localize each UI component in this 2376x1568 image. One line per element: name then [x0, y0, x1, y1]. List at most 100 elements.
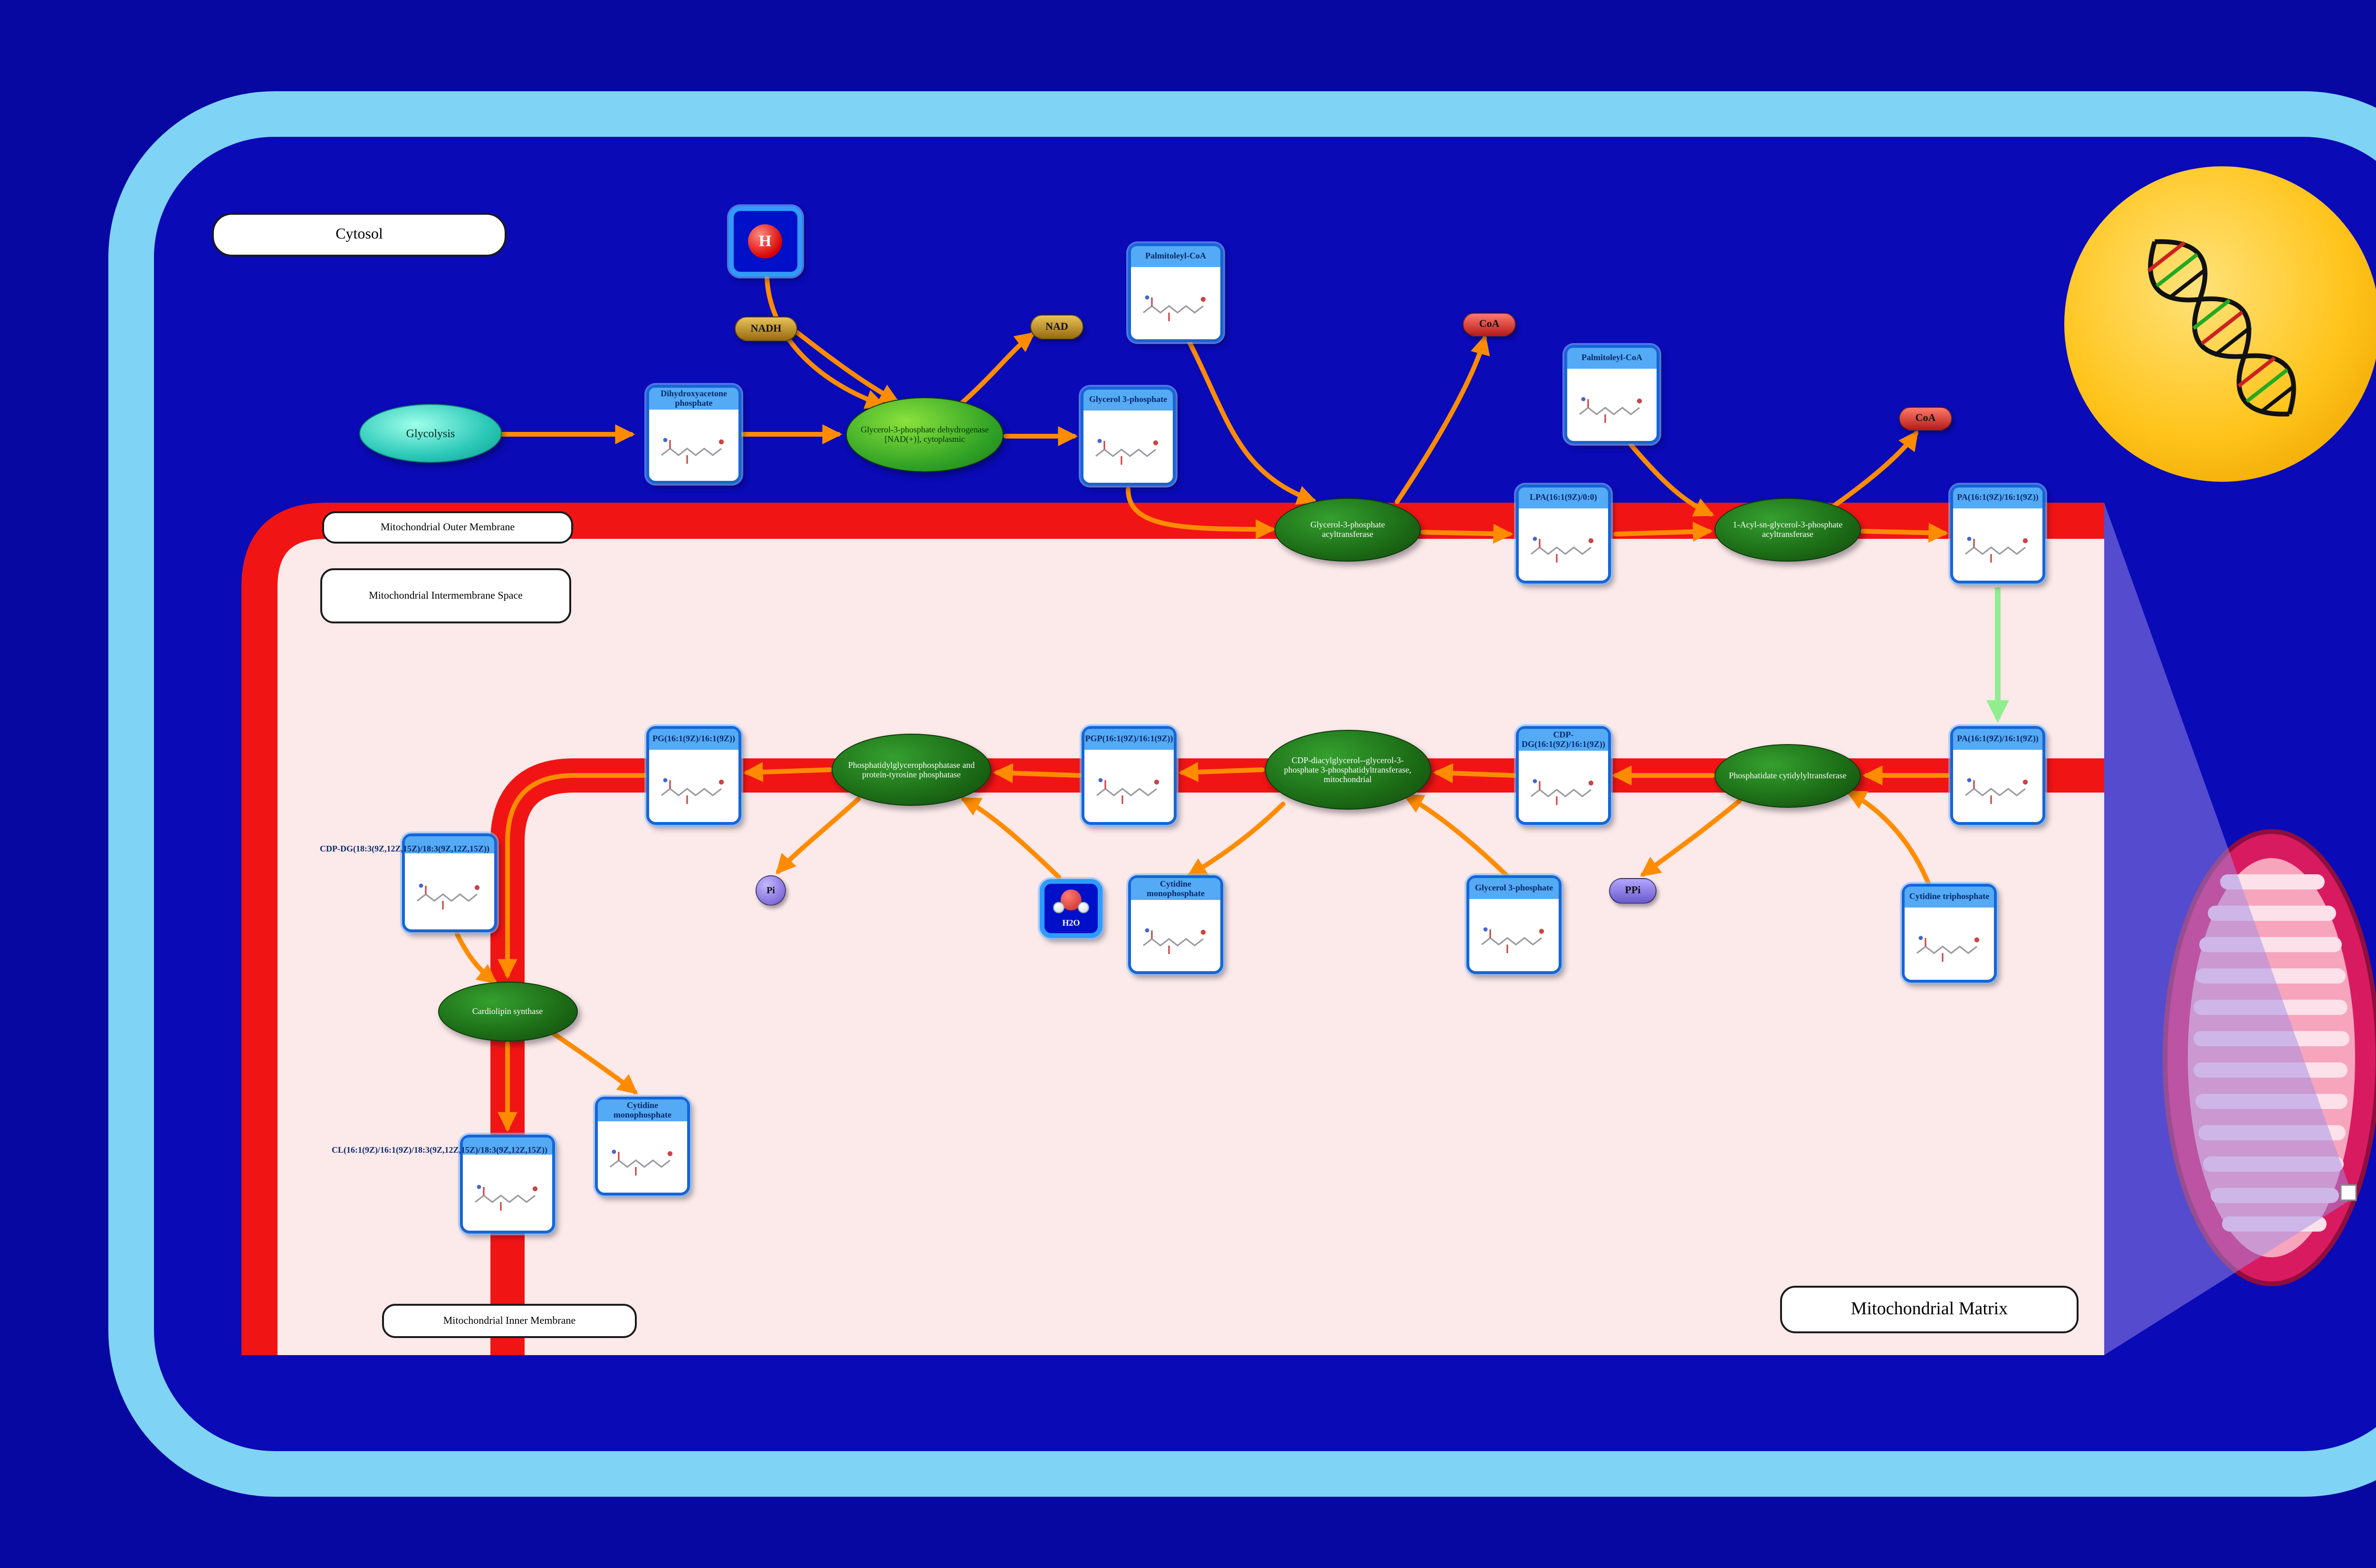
- cofactor-label: CoA: [1915, 412, 1936, 424]
- cofactor-nad[interactable]: NAD: [1030, 315, 1083, 339]
- cofactor-ppi[interactable]: PPi: [1609, 878, 1657, 903]
- metabolite-g3p-cytosol[interactable]: Glycerol 3-phosphate: [1081, 387, 1176, 486]
- enzyme-label: Phosphatidylglycerophosphatase and prote…: [848, 760, 975, 779]
- arrow-pgp-to-ptpmt: [993, 763, 1082, 784]
- metabolite-pa-outer[interactable]: PA(16:1(9Z)/16:1(9Z)): [1950, 485, 2045, 583]
- arrow-cls-to-cmp2: [549, 1030, 638, 1095]
- reaction-arrows: [455, 276, 1950, 1132]
- chemical-structure: [661, 438, 724, 464]
- chemical-structure: [1965, 536, 2028, 563]
- enzyme-label: 1-Acyl-sn-glycerol-3-phosphate acyltrans…: [1733, 519, 1843, 539]
- enzyme-label: Glycerol-3-phosphate dehydrogenase [NAD(…: [861, 424, 989, 444]
- chemical-structure: [610, 1149, 673, 1176]
- metabolite-palmitoleyl-coa-2[interactable]: Palmitoleyl-CoA: [1564, 345, 1659, 444]
- cofactor-coa-1[interactable]: CoA: [1463, 312, 1516, 336]
- zoom-target-marker: [2340, 1184, 2357, 1201]
- arrow-g3p-to-gpat: [1126, 487, 1276, 539]
- arrow-agpat-to-pa: [1860, 523, 1949, 543]
- metabolite-label: Palmitoleyl-CoA: [1131, 246, 1220, 267]
- arrow-palmcoa1-to-gpat: [1188, 341, 1317, 505]
- arrow-gpat-to-coa: [1395, 334, 1490, 504]
- compartment-label-cytosol: Cytosol: [212, 213, 507, 257]
- metabolite-label: LPA(16:1(9Z)/0:0): [1519, 488, 1608, 508]
- enzyme-label: Cardiolipin synthase: [472, 1006, 543, 1016]
- metabolite-label: Cytidine monophosphate: [598, 1100, 687, 1122]
- metabolite-proton[interactable]: H: [728, 206, 802, 277]
- arrow-palmcoa2-to-agpat: [1629, 442, 1715, 516]
- process-glycolysis[interactable]: Glycolysis: [359, 404, 502, 463]
- metabolite-label: Cytidine triphosphate: [1905, 887, 1994, 908]
- metabolite-label: PGP(16:1(9Z)/16:1(9Z)): [1084, 729, 1174, 750]
- enzyme-ptpmt[interactable]: Phosphatidylglycerophosphatase and prote…: [832, 734, 991, 806]
- metabolite-header: [463, 1138, 552, 1155]
- metabolite-cmp-matrix-1[interactable]: Cytidine monophosphate: [1128, 875, 1223, 974]
- arrow-cds-to-ppi: [1640, 799, 1742, 877]
- metabolite-pa-inner[interactable]: PA(16:1(9Z)/16:1(9Z)): [1950, 726, 2045, 825]
- enzyme-gpd-cytoplasmic[interactable]: Glycerol-3-phosphate dehydrogenase [NAD(…: [846, 397, 1004, 472]
- arrow-h-to-gpd: [765, 276, 886, 409]
- metabolite-label: PA(16:1(9Z)/16:1(9Z)): [1953, 488, 2042, 508]
- chemical-structure: [1531, 779, 1594, 805]
- cofactor-label: Pi: [766, 885, 775, 896]
- arrow-gpd-to-nad: [959, 332, 1035, 405]
- arrow-ptpmt-to-pi: [776, 797, 861, 875]
- proton-icon: H: [748, 224, 782, 258]
- metabolite-water[interactable]: H2O: [1040, 879, 1102, 938]
- metabolite-label: Cytidine monophosphate: [1131, 878, 1220, 900]
- metabolite-label: Dihydroxyacetone phosphate: [649, 388, 738, 410]
- arrow-nadh-to-gpd: [795, 330, 900, 403]
- nucleus: [2064, 166, 2376, 482]
- arrow-h2o-to-ptpmt: [960, 797, 1061, 880]
- chemical-structure: [1531, 536, 1594, 563]
- metabolite-label: PA(16:1(9Z)/16:1(9Z)): [1953, 729, 2042, 750]
- arrow-cdpdg-to-pgps: [1433, 763, 1516, 784]
- arrow-ctp-to-cds: [1846, 790, 1932, 888]
- dna-helix-icon: [2147, 239, 2296, 417]
- metabolite-cdp-dg[interactable]: CDP-DG(16:1(9Z)/16:1(9Z)): [1516, 726, 1611, 825]
- arrow-pgps-to-pgp: [1178, 762, 1265, 782]
- process-label: Glycolysis: [406, 426, 455, 440]
- metabolite-label: CDP-DG(18:3(9Z,12Z,15Z)/18:3(9Z,12Z,15Z)…: [320, 844, 489, 854]
- chemical-structure: [661, 778, 724, 804]
- arrow-ptpmt-to-pg: [743, 762, 832, 782]
- compartment-label-intermembrane-space: Mitochondrial Intermembrane Space: [320, 568, 571, 623]
- cofactor-label: PPi: [1625, 885, 1641, 896]
- arrow-pg-to-cls: [498, 773, 648, 979]
- metabolite-palmitoleyl-coa-1[interactable]: Palmitoleyl-CoA: [1128, 243, 1223, 342]
- chemical-structure: [1143, 295, 1206, 321]
- metabolite-label: Glycerol 3-phosphate: [1469, 878, 1559, 899]
- compartment-label-matrix: Mitochondrial Matrix: [1780, 1286, 2079, 1333]
- cofactor-coa-2[interactable]: CoA: [1899, 406, 1952, 430]
- metabolite-cmp-matrix-2[interactable]: Cytidine monophosphate: [595, 1097, 690, 1195]
- metabolite-label: CL(16:1(9Z)/16:1(9Z)/18:3(9Z,12Z,15Z)/18…: [332, 1145, 547, 1155]
- chemical-structure: [475, 1185, 538, 1211]
- cofactor-nadh[interactable]: NADH: [735, 316, 797, 341]
- metabolite-g3p-matrix[interactable]: Glycerol 3-phosphate: [1466, 875, 1562, 974]
- chemical-structure: [1095, 439, 1159, 465]
- enzyme-pgps[interactable]: CDP-diacylglycerol--glycerol-3-phosphate…: [1265, 730, 1431, 810]
- enzyme-cardiolipin-synthase[interactable]: Cardiolipin synthase: [438, 981, 577, 1041]
- chemical-structure: [1096, 778, 1159, 804]
- metabolite-dhap[interactable]: Dihydroxyacetone phosphate: [646, 385, 741, 484]
- arrow-cdpdg2-to-cls: [455, 932, 498, 985]
- cofactor-pi[interactable]: Pi: [756, 875, 786, 906]
- zoom-beam: [2104, 503, 2348, 1355]
- enzyme-gpat[interactable]: Glycerol-3-phosphate acyltransferase: [1274, 497, 1421, 561]
- water-molecule-icon: [1050, 889, 1092, 916]
- arrow-gpat-to-lpa: [1420, 524, 1514, 544]
- arrow-lpa-to-agpat: [1613, 522, 1713, 542]
- metabolite-header: [405, 836, 494, 853]
- metabolite-cdp-dg-183[interactable]: CDP-DG(18:3(9Z,12Z,15Z)/18:3(9Z,12Z,15Z)…: [320, 833, 497, 932]
- metabolite-lpa[interactable]: LPA(16:1(9Z)/0:0): [1516, 485, 1611, 583]
- metabolite-ctp[interactable]: Cytidine triphosphate: [1902, 884, 1997, 983]
- metabolite-pgp[interactable]: PGP(16:1(9Z)/16:1(9Z)): [1082, 726, 1177, 825]
- enzyme-agpat[interactable]: 1-Acyl-sn-glycerol-3-phosphate acyltrans…: [1715, 497, 1861, 561]
- metabolite-pg[interactable]: PG(16:1(9Z)/16:1(9Z)): [646, 726, 741, 825]
- compartment-label-outer-membrane: Mitochondrial Outer Membrane: [322, 511, 573, 544]
- enzyme-cds[interactable]: Phosphatidate cytidylyltransferase: [1715, 744, 1861, 807]
- metabolite-label: Glycerol 3-phosphate: [1083, 390, 1173, 411]
- chemical-structure: [417, 883, 480, 909]
- metabolite-cardiolipin[interactable]: CL(16:1(9Z)/16:1(9Z)/18:3(9Z,12Z,15Z)/18…: [332, 1135, 555, 1233]
- cofactor-label: NAD: [1045, 321, 1068, 333]
